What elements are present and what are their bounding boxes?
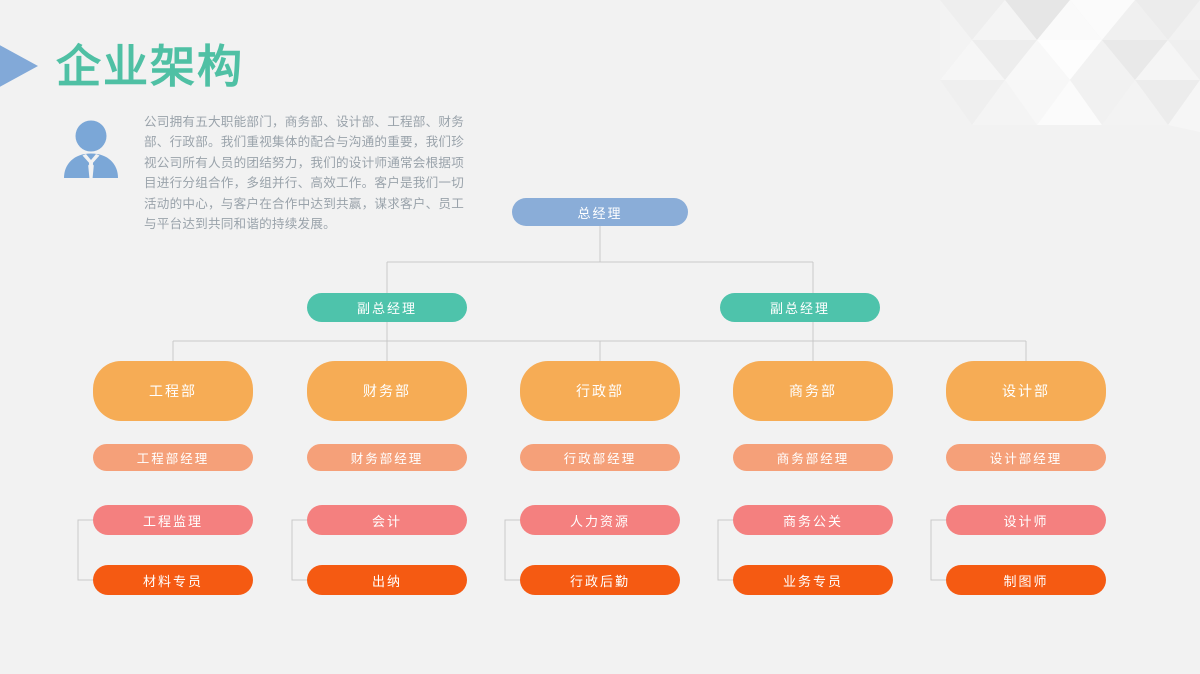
node-staff-designer[interactable]: 设计师 [946,505,1106,535]
node-staff-human-resources[interactable]: 人力资源 [520,505,680,535]
intro-text: 公司拥有五大职能部门，商务部、设计部、工程部、财务部、行政部。我们重视集体的配合… [144,115,464,231]
node-staff-engineering-supervisor[interactable]: 工程监理 [93,505,253,535]
page-header: 企业架构 [0,30,520,102]
triangle-arrow-icon [0,45,38,87]
node-staff-material-specialist[interactable]: 材料专员 [93,565,253,595]
node-department-administration[interactable]: 行政部 [520,361,680,421]
node-staff-business-specialist[interactable]: 业务专员 [733,565,893,595]
intro-block: 公司拥有五大职能部门，商务部、设计部、工程部、财务部、行政部。我们重视集体的配合… [52,112,472,234]
node-staff-business-pr[interactable]: 商务公关 [733,505,893,535]
node-manager-design[interactable]: 设计部经理 [946,444,1106,471]
node-department-finance[interactable]: 财务部 [307,361,467,421]
businessman-icon [64,120,118,178]
node-department-business[interactable]: 商务部 [733,361,893,421]
node-manager-finance[interactable]: 财务部经理 [307,444,467,471]
page-title: 企业架构 [56,40,245,92]
node-manager-business[interactable]: 商务部经理 [733,444,893,471]
node-staff-accountant[interactable]: 会计 [307,505,467,535]
node-department-engineering[interactable]: 工程部 [93,361,253,421]
node-staff-cashier[interactable]: 出纳 [307,565,467,595]
node-deputy-general-manager-right[interactable]: 副总经理 [720,293,880,322]
node-deputy-general-manager-left[interactable]: 副总经理 [307,293,467,322]
node-staff-draftsman[interactable]: 制图师 [946,565,1106,595]
node-department-design[interactable]: 设计部 [946,361,1106,421]
node-general-manager[interactable]: 总经理 [512,198,688,226]
node-manager-administration[interactable]: 行政部经理 [520,444,680,471]
node-manager-engineering[interactable]: 工程部经理 [93,444,253,471]
node-staff-admin-logistics[interactable]: 行政后勤 [520,565,680,595]
